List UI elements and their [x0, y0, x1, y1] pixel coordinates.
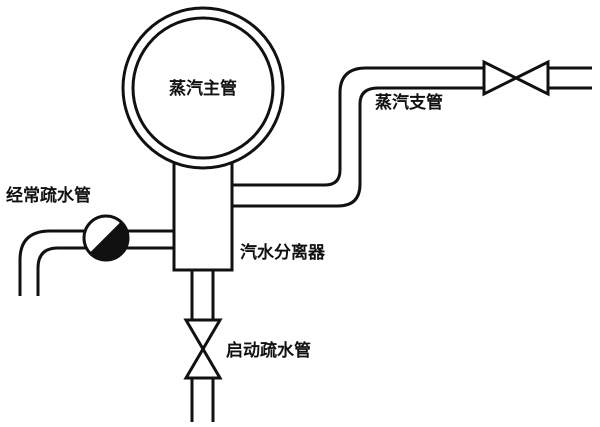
startup-drain-pipe-label: 启动疏水管 — [226, 340, 311, 361]
branch-gate-valve — [482, 59, 550, 97]
main-steam-pipe-label: 蒸汽主管 — [169, 78, 237, 99]
continuous-drain-pipe-label: 经常疏水管 — [6, 185, 91, 206]
steam-branch-pipe — [232, 66, 592, 208]
steam-branch-pipe-label: 蒸汽支管 — [375, 92, 443, 113]
steam-water-separator-label: 汽水分离器 — [240, 242, 326, 263]
startup-drain-pipe — [190, 270, 215, 422]
startup-gate-valve — [183, 318, 223, 380]
continuous-drain-pipe — [18, 229, 174, 296]
main-steam-pipe — [121, 6, 285, 170]
steam-trap — [82, 214, 130, 262]
steam-water-separator — [172, 148, 234, 272]
